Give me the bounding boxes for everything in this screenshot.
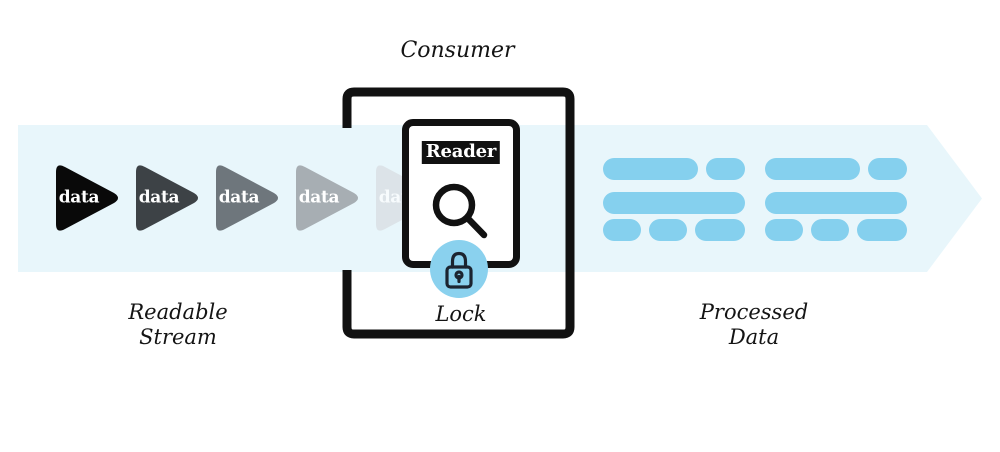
processed-bar bbox=[811, 219, 849, 241]
processed-bar-group-left bbox=[603, 158, 745, 241]
consumer-title: Consumer bbox=[400, 38, 515, 63]
data-packet-label: data bbox=[138, 187, 180, 208]
caption-readable-stream: Readable Stream bbox=[128, 300, 228, 349]
consumer-bracket-lower-left bbox=[342, 270, 563, 339]
processed-bar bbox=[603, 192, 745, 214]
padlock-icon bbox=[445, 251, 473, 289]
processed-bar bbox=[765, 158, 860, 180]
data-packet-triangle-icon bbox=[216, 165, 278, 231]
data-packet: data bbox=[206, 160, 282, 236]
data-packet-label: data bbox=[218, 187, 260, 208]
data-packet-triangle-icon bbox=[296, 165, 358, 231]
processed-bar bbox=[706, 158, 745, 180]
processed-bar bbox=[603, 219, 641, 241]
data-packet: data bbox=[126, 160, 202, 236]
processed-bar bbox=[857, 219, 907, 241]
processed-bar-group-right bbox=[765, 158, 907, 241]
processed-bar bbox=[649, 219, 687, 241]
data-packet-triangle-icon bbox=[56, 165, 118, 231]
processed-bar bbox=[765, 219, 803, 241]
data-packet-triangle-icon bbox=[136, 165, 198, 231]
consumer-bracket-right bbox=[562, 87, 575, 339]
magnifier-icon bbox=[432, 183, 488, 239]
data-packet: data bbox=[46, 160, 122, 236]
processed-bar bbox=[603, 158, 698, 180]
processed-bar bbox=[765, 192, 907, 214]
lock-badge-circle bbox=[430, 240, 488, 298]
reader-card[interactable]: Reader bbox=[402, 119, 520, 268]
data-packet-label: data bbox=[298, 187, 340, 208]
processed-bar bbox=[868, 158, 907, 180]
caption-processed-data: Processed Data bbox=[699, 300, 809, 349]
consumer-bracket-upper-left bbox=[342, 87, 563, 128]
lock-badge[interactable] bbox=[430, 240, 488, 298]
caption-lock: Lock bbox=[435, 302, 487, 326]
reader-label-badge: Reader bbox=[421, 141, 501, 165]
data-packet-label: data bbox=[58, 187, 100, 208]
processed-bar bbox=[695, 219, 745, 241]
data-packet: data bbox=[286, 160, 362, 236]
